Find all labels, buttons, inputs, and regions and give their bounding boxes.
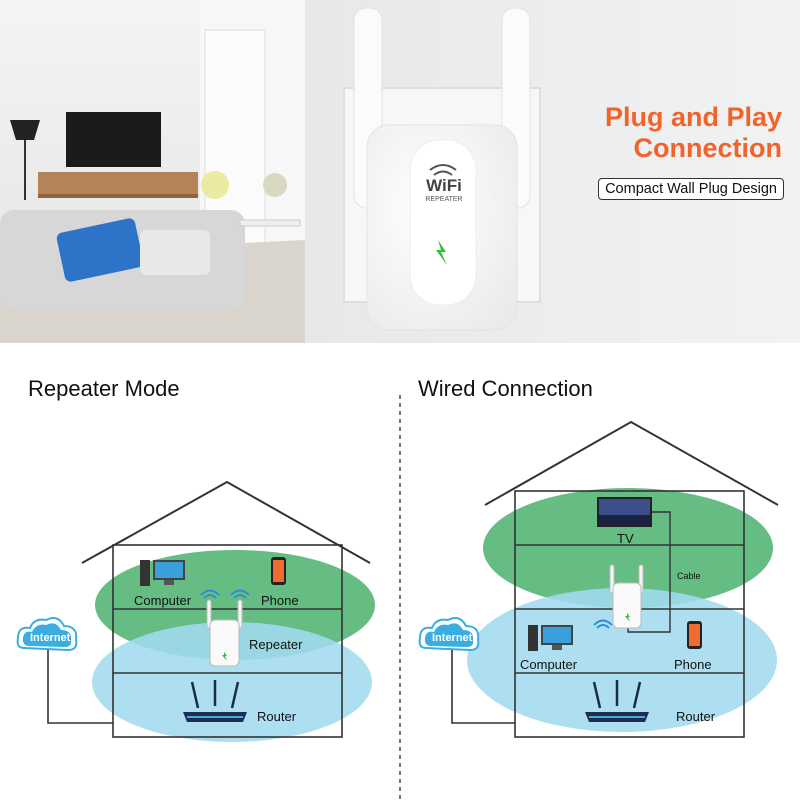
right-green-zone	[483, 488, 773, 608]
computer-icon	[528, 625, 573, 651]
cloud-icon	[16, 617, 78, 652]
tv-photo	[66, 112, 161, 167]
lightning-icon	[436, 240, 447, 265]
hero-banner	[0, 0, 800, 343]
right-tv-label: TV	[617, 531, 634, 546]
diagrams	[16, 395, 779, 800]
left-panel-title: Repeater Mode	[28, 376, 180, 401]
wifi-icon	[200, 589, 250, 599]
left-internet-label: Internet	[30, 632, 71, 644]
right-phone-label: Phone	[674, 657, 712, 672]
left-phone-label: Phone	[261, 593, 299, 608]
tv-icon	[597, 497, 652, 527]
computer-icon	[140, 560, 185, 586]
tagline-badge: Compact Wall Plug Design	[598, 178, 784, 200]
device-logo: WiFi	[426, 176, 462, 195]
cloud-icon	[418, 617, 480, 652]
headline-line-1: Plug and Play	[604, 102, 782, 132]
phone-icon	[271, 557, 286, 585]
left-computer-label: Computer	[134, 593, 192, 608]
repeater-icon	[206, 599, 243, 667]
phone-icon	[687, 621, 702, 649]
headline: Plug and Play Connection	[605, 102, 782, 164]
right-internet-label: Internet	[432, 632, 473, 644]
right-panel-title: Wired Connection	[418, 376, 593, 401]
router-icon	[585, 680, 649, 722]
left-router-label: Router	[257, 709, 297, 724]
right-house-diagram	[467, 420, 779, 738]
repeater-icon	[609, 564, 644, 629]
headline-line-2: Connection	[633, 133, 783, 163]
right-router-label: Router	[676, 709, 716, 724]
left-house-diagram	[81, 480, 375, 742]
left-repeater-label: Repeater	[249, 637, 303, 652]
right-cable-label: Cable	[677, 571, 701, 581]
wifi-icon	[593, 619, 613, 629]
right-computer-label: Computer	[520, 657, 578, 672]
device-sublabel: REPEATER	[425, 196, 463, 203]
hero-illustration	[0, 0, 800, 343]
wifi-icon	[429, 164, 457, 176]
router-icon	[183, 680, 247, 722]
left-blue-zone	[92, 622, 372, 742]
